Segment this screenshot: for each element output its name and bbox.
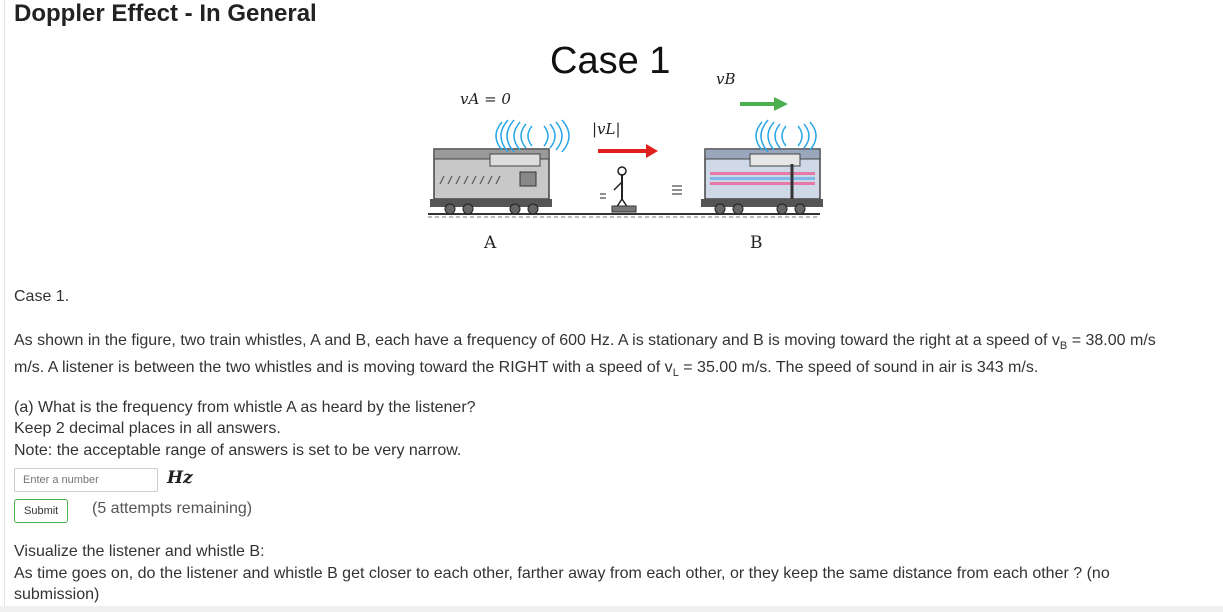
figure-drawing: vA = 0 |vL| [428,70,823,253]
doppler-figure: Case 1 [420,34,830,264]
figure-case-title: Case 1 [550,40,671,82]
problem-statement: As shown in the figure, two train whistl… [14,332,1156,380]
attempts-remaining: (5 attempts remaining) [92,500,253,517]
case-label: Case 1. [14,288,70,305]
sound-waves-a [495,119,570,153]
train-a [430,148,552,215]
label-vb: vB [716,70,736,88]
train-b [701,148,823,215]
decimals-instruction: Keep 2 decimal places in all answers. [14,420,281,437]
label-vl: |vL| [592,120,621,138]
page-title: Doppler Effect - In General [14,0,317,27]
submit-button[interactable]: Submit [14,499,69,523]
label-a: A [483,233,497,253]
bottom-bar [0,606,1223,612]
label-b: B [750,233,763,253]
answer-input[interactable] [14,468,158,492]
visualize-prompt: Visualize the listener and whistle B: [14,543,265,560]
sound-waves-b [755,119,817,153]
label-va: vA = 0 [460,90,511,108]
question-a: (a) What is the frequency from whistle A… [14,399,476,416]
unit-label: Hz [167,468,193,488]
left-border [4,0,5,612]
narrow-range-note: Note: the acceptable range of answers is… [14,442,462,459]
distance-question: As time goes on, do the listener and whi… [14,565,1110,603]
listener: |vL| [592,120,682,213]
